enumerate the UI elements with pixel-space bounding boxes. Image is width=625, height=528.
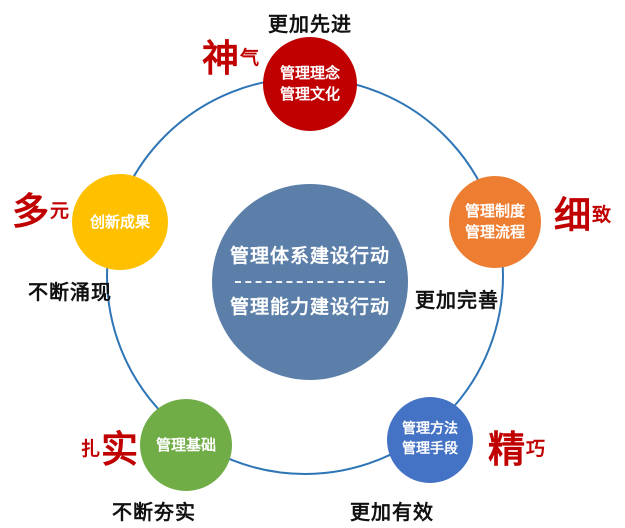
center-divider <box>235 281 385 283</box>
node-top-keyword-small: 气 <box>240 47 260 69</box>
node-bottom-left-keyword: 扎 实 <box>80 431 138 468</box>
node-bottom-right-tagline: 更加有效 <box>350 500 434 524</box>
center-line2: 管理能力建设行动 <box>229 296 390 318</box>
node-right-line1: 管理制度 <box>464 202 525 220</box>
center-line1: 管理体系建设行动 <box>229 245 390 268</box>
node-bottom-right-keyword-big: 精 <box>488 428 525 471</box>
node-right-circle: 管理制度 管理流程 <box>449 176 541 268</box>
node-bottom-left-line1: 管理基础 <box>155 435 216 454</box>
node-left-circle: 创新成果 <box>72 174 168 270</box>
node-bottom-left-keyword-small: 扎 <box>81 438 101 460</box>
node-left-keyword-small: 元 <box>50 200 70 222</box>
node-top-circle: 管理理念 管理文化 <box>263 37 357 131</box>
node-top-keyword-big: 神 <box>202 37 239 80</box>
node-bottom-right-keyword: 精 巧 <box>488 431 546 468</box>
node-left-keyword-big: 多 <box>12 190 49 233</box>
node-bottom-right-circle: 管理方法 管理手段 <box>387 397 473 483</box>
node-top-keyword: 神 气 <box>202 40 260 77</box>
node-left-tagline: 不断涌现 <box>28 280 112 304</box>
node-right-keyword-small: 致 <box>592 204 612 226</box>
node-left-keyword: 多 元 <box>12 193 70 230</box>
node-right-keyword: 细 致 <box>554 197 612 234</box>
node-bottom-right-line2: 管理手段 <box>402 441 458 457</box>
node-bottom-right-keyword-small: 巧 <box>526 438 546 460</box>
node-bottom-right-line1: 管理方法 <box>402 421 458 438</box>
node-bottom-left-circle: 管理基础 <box>140 399 232 491</box>
node-right-tagline: 更加完善 <box>415 288 499 312</box>
node-right-keyword-big: 细 <box>554 194 591 237</box>
node-left-line1: 创新成果 <box>89 212 150 231</box>
node-right-line2: 管理流程 <box>464 223 525 241</box>
center-node: 管理体系建设行动 管理能力建设行动 <box>212 184 408 380</box>
node-bottom-left-keyword-big: 实 <box>101 428 139 471</box>
node-bottom-left-tagline: 不断夯实 <box>112 500 196 524</box>
node-top-line1: 管理理念 <box>279 64 340 82</box>
node-top-line2: 管理文化 <box>279 85 340 103</box>
node-top-tagline: 更加先进 <box>268 12 352 36</box>
